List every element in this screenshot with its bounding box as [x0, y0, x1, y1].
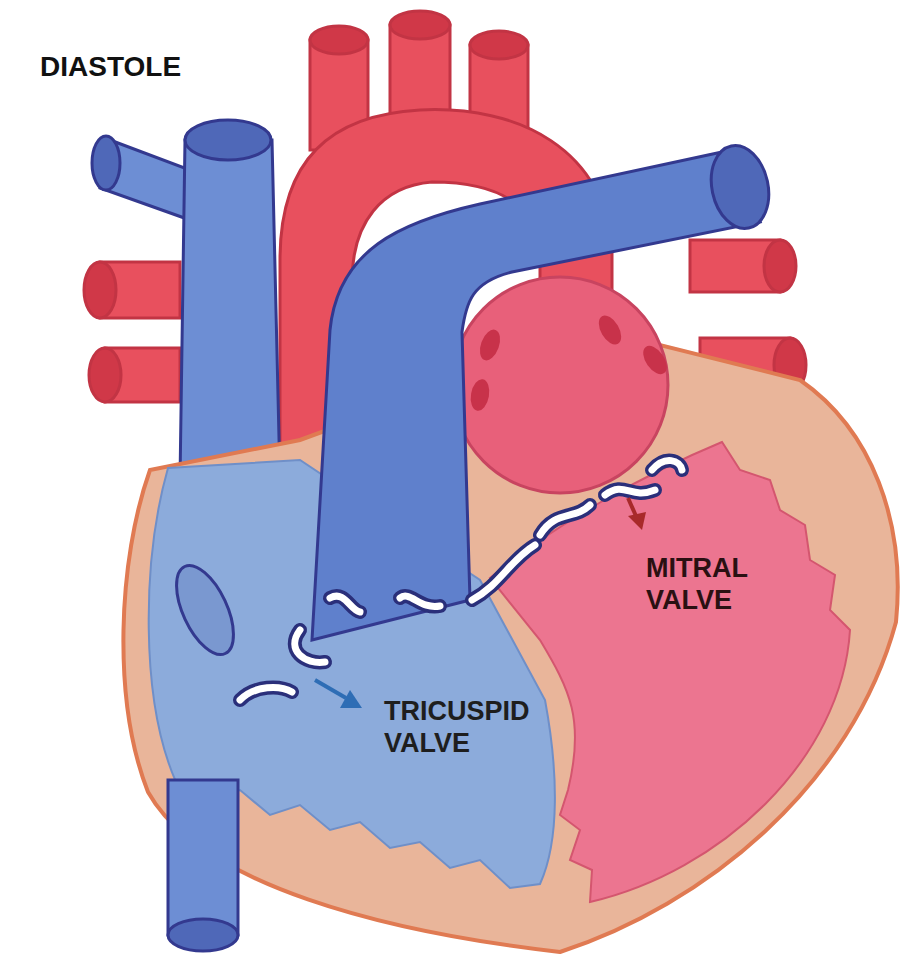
diagram-title: DIASTOLE [40, 50, 181, 84]
flow-arrow [315, 498, 646, 708]
valve-label: TRICUSPID VALVE [384, 695, 530, 760]
valve-label: MITRAL VALVE [646, 552, 748, 617]
